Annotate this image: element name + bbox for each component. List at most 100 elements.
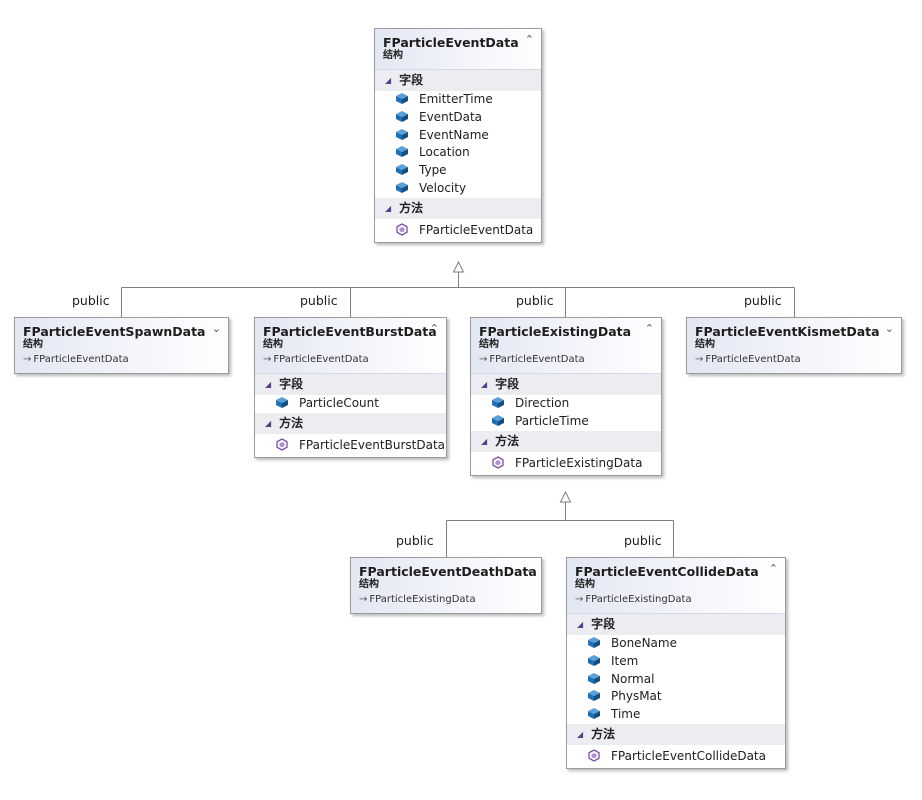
field-icon: [396, 164, 408, 176]
field-icon: [396, 93, 408, 104]
field-item[interactable]: ParticleTime: [471, 413, 661, 431]
field-icon: [276, 397, 288, 408]
base-class-name: FParticleExistingData: [369, 594, 476, 605]
relation-label-death: public: [396, 533, 434, 548]
methods-section-header[interactable]: ◢方法: [567, 723, 785, 745]
method-name: FParticleEventCollideData: [611, 748, 766, 763]
class-box-collide-data[interactable]: FParticleEventCollideData 结构 →FParticleE…: [566, 557, 786, 769]
class-header[interactable]: FParticleExistingData 结构 →FParticleEvent…: [471, 318, 661, 374]
expand-triangle-icon: ◢: [385, 203, 392, 213]
expand-toggle-icon[interactable]: ⌄: [211, 322, 221, 335]
field-name: EventData: [419, 109, 483, 124]
method-item[interactable]: FParticleExistingData: [471, 452, 661, 475]
class-header[interactable]: FParticleEventBurstData 结构 →FParticleEve…: [255, 318, 446, 374]
field-name: ParticleCount: [299, 396, 379, 410]
field-item[interactable]: EmitterTime: [375, 91, 541, 109]
field-name: PhysMat: [611, 689, 662, 704]
relation-label-kismet: public: [744, 293, 782, 308]
class-box-kismet-data[interactable]: FParticleEventKismetData 结构 →FParticleEv…: [686, 317, 902, 374]
fields-section-header[interactable]: ◢字段: [567, 614, 785, 635]
field-item[interactable]: Location: [375, 144, 541, 162]
inherits-arrow-icon: →: [479, 354, 488, 365]
collapse-toggle-icon[interactable]: ⌃: [768, 562, 778, 575]
field-item[interactable]: PhysMat: [567, 688, 785, 706]
relation-label-existing: public: [516, 293, 554, 308]
collapse-toggle-icon[interactable]: ⌃: [429, 322, 439, 335]
base-class-name: FParticleEventData: [489, 354, 585, 365]
field-item[interactable]: EventData: [375, 109, 541, 127]
class-stereotype: 结构: [359, 579, 379, 590]
fields-section-header[interactable]: ◢字段: [471, 374, 661, 395]
class-stereotype: 结构: [695, 339, 715, 350]
class-name: FParticleEventData: [383, 35, 519, 50]
base-class-name: FParticleExistingData: [585, 594, 692, 605]
collapse-toggle-icon[interactable]: ⌃: [524, 33, 534, 46]
class-box-death-data[interactable]: FParticleEventDeathData 结构 →FParticleExi…: [350, 557, 542, 614]
base-class: →FParticleExistingData: [575, 594, 777, 606]
method-item[interactable]: FParticleEventData: [375, 219, 541, 242]
field-item[interactable]: Velocity: [375, 180, 541, 198]
relation-label-collide: public: [624, 533, 662, 548]
section-label: 字段: [495, 377, 520, 391]
field-name: Time: [611, 707, 641, 722]
class-header[interactable]: FParticleEventData 结构 ⌃: [375, 29, 541, 70]
methods-section-header[interactable]: ◢方法: [255, 412, 446, 434]
class-box-existing-data[interactable]: FParticleExistingData 结构 →FParticleEvent…: [470, 317, 662, 476]
field-item[interactable]: Direction: [471, 395, 661, 413]
field-item[interactable]: Type: [375, 162, 541, 180]
field-icon: [588, 654, 600, 666]
class-name: FParticleEventCollideData: [575, 564, 759, 579]
fields-section-header[interactable]: ◢字段: [375, 70, 541, 91]
base-class: →FParticleEventData: [23, 354, 220, 366]
field-icon: [396, 128, 408, 140]
base-class: →FParticleExistingData: [359, 594, 533, 606]
class-stereotype: 结构: [479, 339, 499, 350]
class-name: FParticleEventSpawnData: [23, 324, 206, 339]
class-name: FParticleEventBurstData: [263, 324, 437, 339]
base-class: →FParticleEventData: [479, 354, 653, 366]
field-name: EventName: [419, 127, 489, 142]
collapse-toggle-icon[interactable]: ⌃: [644, 322, 654, 335]
relation-label-burst: public: [300, 293, 338, 308]
class-header[interactable]: FParticleEventSpawnData 结构 →FParticleEve…: [15, 318, 228, 373]
class-header[interactable]: FParticleEventCollideData 结构 →FParticleE…: [567, 558, 785, 614]
field-icon: [396, 181, 408, 193]
class-name: FParticleEventKismetData: [695, 324, 880, 339]
expand-toggle-icon[interactable]: ⌄: [884, 322, 894, 335]
inheritance-arrowhead: [559, 490, 572, 503]
section-label: 方法: [279, 415, 304, 430]
fields-section-header[interactable]: ◢字段: [255, 374, 446, 395]
field-item[interactable]: BoneName: [567, 635, 785, 653]
class-stereotype: 结构: [23, 339, 43, 350]
method-name: FParticleEventData: [419, 222, 534, 237]
section-label: 方法: [591, 726, 616, 741]
relation-label-spawn: public: [72, 293, 110, 308]
section-label: 字段: [279, 377, 304, 391]
field-icon: [588, 672, 600, 684]
class-box-event-data[interactable]: FParticleEventData 结构 ⌃ ◢字段 EmitterTime …: [374, 28, 542, 243]
field-item[interactable]: EventName: [375, 127, 541, 145]
field-icon: [396, 110, 408, 122]
inherits-arrow-icon: →: [23, 354, 32, 365]
section-label: 方法: [495, 433, 520, 448]
field-name: Item: [611, 653, 639, 668]
class-header[interactable]: FParticleEventKismetData 结构 →FParticleEv…: [687, 318, 901, 373]
method-icon: [396, 223, 408, 236]
field-item[interactable]: ParticleCount: [255, 395, 446, 413]
class-box-burst-data[interactable]: FParticleEventBurstData 结构 →FParticleEve…: [254, 317, 447, 458]
field-name: ParticleTime: [515, 413, 589, 428]
method-item[interactable]: FParticleEventBurstData: [255, 434, 446, 457]
field-item[interactable]: Item: [567, 653, 785, 671]
class-name: FParticleExistingData: [479, 324, 632, 339]
methods-section-header[interactable]: ◢方法: [471, 430, 661, 452]
field-icon: [396, 146, 408, 158]
expand-toggle-icon[interactable]: ⌄: [524, 562, 534, 575]
field-item[interactable]: Time: [567, 706, 785, 724]
class-box-spawn-data[interactable]: FParticleEventSpawnData 结构 →FParticleEve…: [14, 317, 229, 374]
field-name: Direction: [515, 396, 570, 410]
expand-triangle-icon: ◢: [385, 76, 392, 85]
field-item[interactable]: Normal: [567, 671, 785, 689]
method-item[interactable]: FParticleEventCollideData: [567, 745, 785, 768]
methods-section-header[interactable]: ◢方法: [375, 197, 541, 219]
class-header[interactable]: FParticleEventDeathData 结构 →FParticleExi…: [351, 558, 541, 613]
